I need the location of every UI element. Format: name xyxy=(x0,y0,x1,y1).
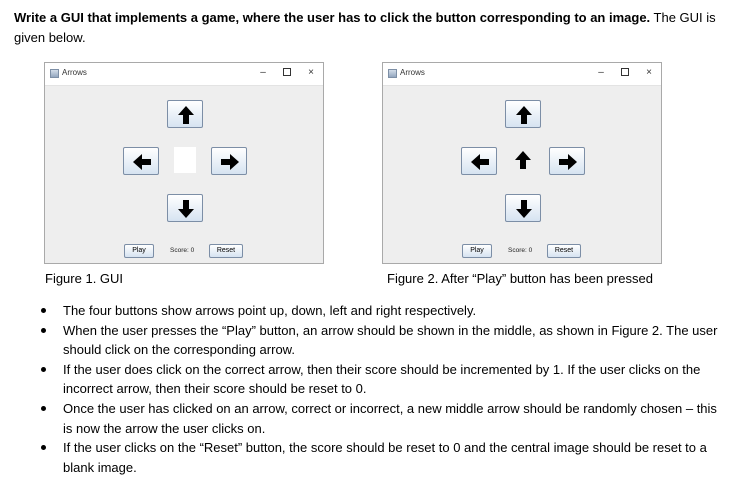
arrow-up-icon xyxy=(178,106,194,124)
left-arrow-button[interactable] xyxy=(461,147,497,175)
maximize-button[interactable] xyxy=(617,66,633,80)
left-arrow-button[interactable] xyxy=(123,147,159,175)
up-arrow-button[interactable] xyxy=(167,100,203,128)
right-arrow-button[interactable] xyxy=(549,147,585,175)
play-button[interactable]: Play xyxy=(462,244,492,258)
arrow-up-icon xyxy=(515,151,531,169)
right-arrow-button[interactable] xyxy=(211,147,247,175)
arrow-up-icon xyxy=(516,106,532,124)
close-button[interactable]: × xyxy=(646,67,652,78)
requirements-list: The four buttons show arrows point up, d… xyxy=(38,301,728,477)
arrows-window-figure1: Arrows – × Play Score: 0 Reset xyxy=(44,62,324,264)
window-title: Arrows xyxy=(62,68,87,77)
requirement-item: Once the user has clicked on an arrow, c… xyxy=(38,399,728,438)
down-arrow-button[interactable] xyxy=(167,194,203,222)
requirement-item: If the user does click on the correct ar… xyxy=(38,360,728,399)
arrow-down-icon xyxy=(178,200,194,218)
window-title: Arrows xyxy=(400,68,425,77)
close-button[interactable]: × xyxy=(308,67,314,78)
reset-button[interactable]: Reset xyxy=(209,244,243,258)
center-image-up-arrow xyxy=(512,147,534,173)
figure2-caption: Figure 2. After “Play” button has been p… xyxy=(387,271,653,286)
requirement-item: If the user clicks on the “Reset” button… xyxy=(38,438,728,477)
assignment-intro: Write a GUI that implements a game, wher… xyxy=(14,8,730,48)
up-arrow-button[interactable] xyxy=(505,100,541,128)
score-label: Score: 0 xyxy=(508,247,533,254)
arrow-left-icon xyxy=(471,154,489,170)
arrows-window-figure2: Arrows – × Play Score: 0 Reset xyxy=(382,62,662,264)
maximize-icon xyxy=(621,68,629,77)
arrow-down-icon xyxy=(516,200,532,218)
arrow-left-icon xyxy=(133,154,151,170)
down-arrow-button[interactable] xyxy=(505,194,541,222)
requirement-item: The four buttons show arrows point up, d… xyxy=(38,301,728,321)
arrow-right-icon xyxy=(559,154,577,170)
play-button[interactable]: Play xyxy=(124,244,154,258)
center-image-blank xyxy=(174,147,196,173)
intro-text: The GUI is given below. xyxy=(14,10,716,45)
reset-button[interactable]: Reset xyxy=(547,244,581,258)
intro-bold-text: Write a GUI that implements a game, wher… xyxy=(14,10,651,25)
arrow-right-icon xyxy=(221,154,239,170)
maximize-icon xyxy=(283,68,291,77)
java-app-icon xyxy=(50,69,59,78)
minimize-button[interactable]: – xyxy=(598,67,604,78)
window-titlebar: Arrows – × xyxy=(45,63,323,86)
maximize-button[interactable] xyxy=(279,66,295,80)
window-titlebar: Arrows – × xyxy=(383,63,661,86)
figure1-caption: Figure 1. GUI xyxy=(45,271,124,286)
java-app-icon xyxy=(388,69,397,78)
minimize-button[interactable]: – xyxy=(260,67,266,78)
score-label: Score: 0 xyxy=(170,247,195,254)
requirement-item: When the user presses the “Play” button,… xyxy=(38,321,728,360)
